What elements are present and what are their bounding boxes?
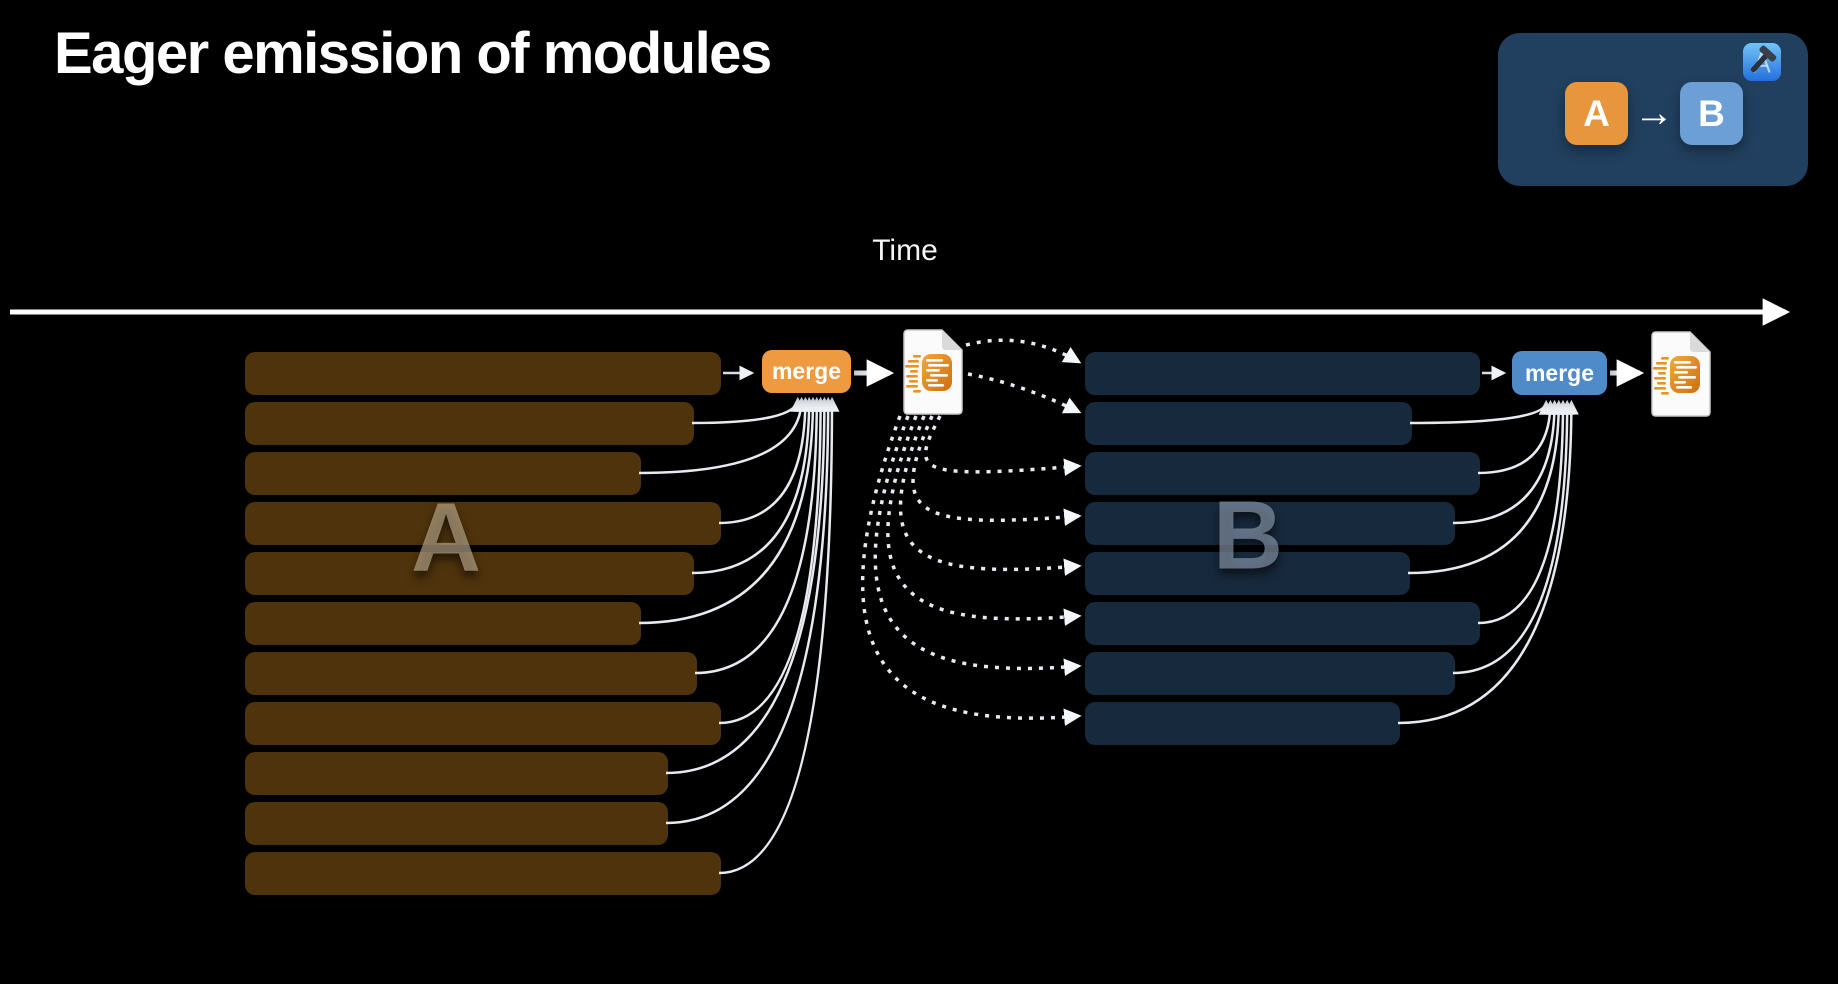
merge-step-a: merge bbox=[762, 350, 851, 393]
taskB6-to-mergeB-curve bbox=[1477, 399, 1571, 625]
module-a-swiftmodule-file-icon bbox=[903, 329, 963, 415]
moduleA-file-to-taskB4-dotted-arrow bbox=[911, 415, 1082, 526]
module-a-task-bar-9 bbox=[245, 752, 668, 795]
module-b-task-bar-7 bbox=[1085, 652, 1455, 695]
moduleA-file-to-taskB1-dotted-arrow bbox=[965, 338, 1082, 364]
taskA2-to-mergeA-curve bbox=[691, 396, 806, 425]
module-a-task-bar-10 bbox=[245, 802, 668, 845]
moduleA-file-to-taskB2-dotted-arrow bbox=[967, 372, 1082, 414]
module-b-task-bar-2 bbox=[1085, 402, 1412, 445]
module-b-task-bar-8 bbox=[1085, 702, 1400, 745]
taskA5-to-mergeA-curve bbox=[691, 396, 817, 575]
module-b-task-bar-4 bbox=[1085, 502, 1455, 545]
timeline-label: Time bbox=[872, 234, 938, 267]
taskB5-to-mergeB-curve bbox=[1407, 399, 1567, 575]
taskA10-to-mergeA-curve bbox=[665, 396, 836, 825]
slide-title: Eager emission of modules bbox=[54, 21, 772, 86]
taskA3-to-mergeA-curve bbox=[638, 396, 810, 475]
legend-module-b-box: B bbox=[1680, 82, 1743, 145]
module-a-task-bar-3 bbox=[245, 452, 641, 495]
taskA9-to-mergeA-curve bbox=[665, 396, 832, 775]
legend-module-a-box: A bbox=[1565, 82, 1628, 145]
merge-step-b: merge bbox=[1512, 351, 1607, 395]
taskB4-to-mergeB-curve bbox=[1452, 399, 1563, 525]
module-a-task-bar-8 bbox=[245, 702, 721, 745]
taskA4-to-mergeA-curve bbox=[718, 396, 813, 525]
module-a-task-bar-11 bbox=[245, 852, 721, 895]
module-a-watermark: A bbox=[410, 482, 482, 592]
module-a-task-bar-4 bbox=[245, 502, 721, 545]
module-b-task-bar-5 bbox=[1085, 552, 1410, 595]
xcode-app-icon bbox=[1743, 43, 1781, 81]
moduleA-file-to-taskB5-dotted-arrow bbox=[898, 415, 1082, 576]
module-b-task-bar-1 bbox=[1085, 352, 1480, 395]
taskA8-to-mergeA-curve bbox=[718, 396, 829, 725]
module-b-task-bar-3 bbox=[1085, 452, 1480, 495]
module-b-swiftmodule-file-icon bbox=[1651, 331, 1711, 417]
taskB7-to-mergeB-curve bbox=[1452, 399, 1575, 675]
legend-card: A → B bbox=[1498, 33, 1808, 186]
moduleA-file-to-taskB8-dotted-arrow bbox=[860, 415, 1082, 726]
moduleA-file-to-taskB7-dotted-arrow bbox=[873, 415, 1082, 676]
taskB2-to-mergeB-curve bbox=[1409, 399, 1554, 425]
module-a-task-bar-5 bbox=[245, 552, 694, 595]
taskB3-to-mergeB-curve bbox=[1477, 399, 1558, 475]
taskA6-to-mergeA-curve bbox=[638, 396, 821, 625]
taskB8-to-mergeB-curve bbox=[1397, 399, 1579, 725]
taskA11-to-mergeA-curve bbox=[718, 396, 840, 875]
module-b-task-bar-6 bbox=[1085, 602, 1480, 645]
module-a-task-bar-6 bbox=[245, 602, 641, 645]
arrow-right-icon: → bbox=[1634, 91, 1674, 135]
module-a-task-bar-7 bbox=[245, 652, 697, 695]
module-b-watermark: B bbox=[1212, 480, 1284, 590]
moduleA-file-to-taskB3-dotted-arrow bbox=[923, 415, 1082, 476]
moduleA-file-to-taskB6-dotted-arrow bbox=[886, 415, 1082, 626]
taskA7-to-mergeA-curve bbox=[694, 396, 825, 675]
module-a-task-bar-1 bbox=[245, 352, 721, 395]
module-a-task-bar-2 bbox=[245, 402, 694, 445]
